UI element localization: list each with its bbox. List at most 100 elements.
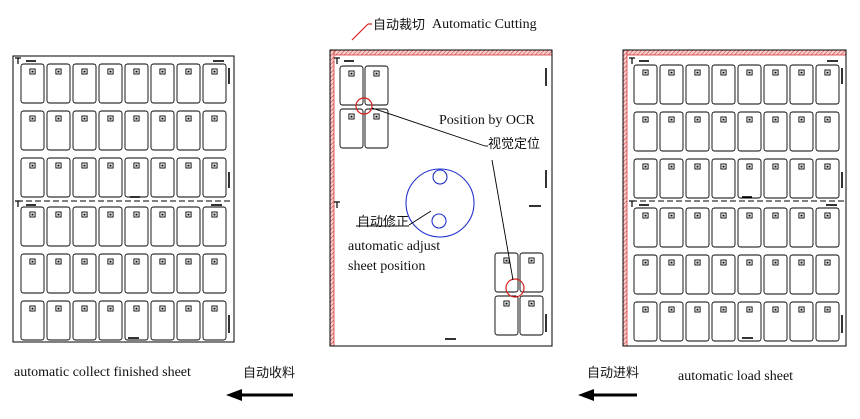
adjust-label-en-line2: sheet position	[348, 259, 426, 274]
finished-sheet-card	[150, 110, 175, 151]
ocr-label-en: Position by OCR	[439, 113, 535, 128]
finished-sheet-card	[46, 300, 71, 341]
loading-sheet-card	[815, 207, 840, 248]
finished-sheet-card	[202, 110, 227, 151]
alignment-hole-top	[432, 169, 448, 185]
cutting-sheet-top-edge-band	[329, 49, 553, 56]
loading-sheet-card	[659, 301, 684, 342]
finished-sheet-card	[124, 206, 149, 247]
finished-sheet-card	[20, 63, 45, 104]
load-label-cn: 自动进料	[587, 366, 640, 381]
finished-sheet-card	[150, 157, 175, 198]
finished-sheet-card	[150, 300, 175, 341]
loading-sheet-card	[711, 301, 736, 342]
loading-sheet-card	[659, 254, 684, 295]
loading-sheet-card	[685, 207, 710, 248]
loading-sheet-card	[711, 254, 736, 295]
finished-sheet-card	[46, 157, 71, 198]
cutting-sheet-card	[494, 295, 519, 336]
alignment-disc	[405, 168, 475, 238]
finished-sheet-card	[150, 253, 175, 294]
adjust-label-en-line1: automatic adjust	[348, 239, 441, 254]
finished-sheet-card	[124, 157, 149, 198]
loading-sheet-card-grid-bottom	[633, 207, 840, 342]
finished-sheet-card	[176, 300, 201, 341]
cutting-sheet-card	[519, 252, 544, 293]
finished-sheet-card	[20, 300, 45, 341]
loading-sheet-card	[659, 111, 684, 152]
finished-sheet-card	[176, 63, 201, 104]
loading-sheet-card	[633, 207, 658, 248]
loading-sheet-card	[711, 158, 736, 199]
finished-sheet-card	[176, 157, 201, 198]
cutting-sheet-left-edge-band	[329, 49, 335, 347]
loading-sheet-card	[685, 64, 710, 105]
loading-sheet-card	[763, 64, 788, 105]
loading-sheet-card	[815, 111, 840, 152]
loading-sheet-corner-mark	[629, 200, 635, 207]
loading-sheet-card	[737, 301, 762, 342]
collect-label-en: automatic collect finished sheet	[14, 365, 191, 380]
loading-sheet-card	[711, 64, 736, 105]
loading-sheet-card	[633, 111, 658, 152]
finished-sheet-card-grid-bottom	[20, 206, 227, 341]
load-label-en: automatic load sheet	[678, 369, 794, 384]
loading-sheet-card	[815, 158, 840, 199]
finished-sheet-card	[202, 206, 227, 247]
collect-arrow	[226, 389, 293, 401]
finished-sheet-card	[20, 157, 45, 198]
finished-sheet-card	[124, 63, 149, 104]
finished-sheet-outline	[12, 55, 235, 343]
loading-sheet-card	[737, 158, 762, 199]
loading-sheet-left-edge-band	[622, 49, 628, 347]
cutting-sheet-outline	[329, 49, 553, 347]
finished-sheet-card	[20, 253, 45, 294]
loading-sheet-card	[633, 158, 658, 199]
auto-cut-label-en: Automatic Cutting	[432, 17, 537, 32]
finished-sheet-card	[98, 110, 123, 151]
loading-sheet-card	[789, 301, 814, 342]
loading-sheet-card	[711, 111, 736, 152]
finished-sheet-card	[176, 206, 201, 247]
loading-sheet-card	[789, 64, 814, 105]
loading-sheet-card	[763, 158, 788, 199]
loading-sheet-card	[763, 254, 788, 295]
finished-sheet-card	[124, 110, 149, 151]
cutting-sheet-card	[364, 108, 389, 149]
finished-sheet-card	[98, 300, 123, 341]
ocr-target-circle-bottom	[505, 278, 525, 298]
loading-sheet-outline	[622, 49, 847, 347]
finished-sheet-card	[202, 157, 227, 198]
ocr-target-circle-top	[355, 97, 373, 115]
loading-sheet-card	[789, 254, 814, 295]
loading-sheet-card	[815, 64, 840, 105]
loading-sheet-card	[737, 254, 762, 295]
cutting-sheet-card	[364, 65, 389, 106]
cutting-sheet-card	[339, 108, 364, 149]
loading-sheet-card-grid-top	[633, 64, 840, 199]
loading-sheet-card	[763, 111, 788, 152]
loading-sheet-card	[659, 64, 684, 105]
ocr-detail-group	[355, 97, 525, 298]
auto-cut-label-cn: 自动裁切	[373, 18, 426, 33]
ocr-label-cn: 视觉定位	[488, 137, 541, 152]
finished-sheet-card	[72, 253, 97, 294]
loading-sheet-card	[685, 111, 710, 152]
finished-sheet-corner-mark	[15, 57, 21, 64]
cutting-sheet-card	[519, 295, 544, 336]
finished-sheet-card	[202, 253, 227, 294]
cutting-sheet-card	[339, 65, 364, 106]
loading-sheet-card	[763, 207, 788, 248]
cutting-sheet	[329, 49, 553, 347]
loading-sheet-card	[659, 207, 684, 248]
loading-sheet-card	[685, 254, 710, 295]
finished-sheet	[12, 55, 235, 343]
loading-sheet-card	[815, 254, 840, 295]
finished-sheet-card	[98, 206, 123, 247]
loading-sheet-card	[711, 207, 736, 248]
loading-sheet-card	[737, 111, 762, 152]
finished-sheet-card	[72, 157, 97, 198]
loading-sheet-card	[737, 64, 762, 105]
loading-sheet	[622, 49, 847, 347]
